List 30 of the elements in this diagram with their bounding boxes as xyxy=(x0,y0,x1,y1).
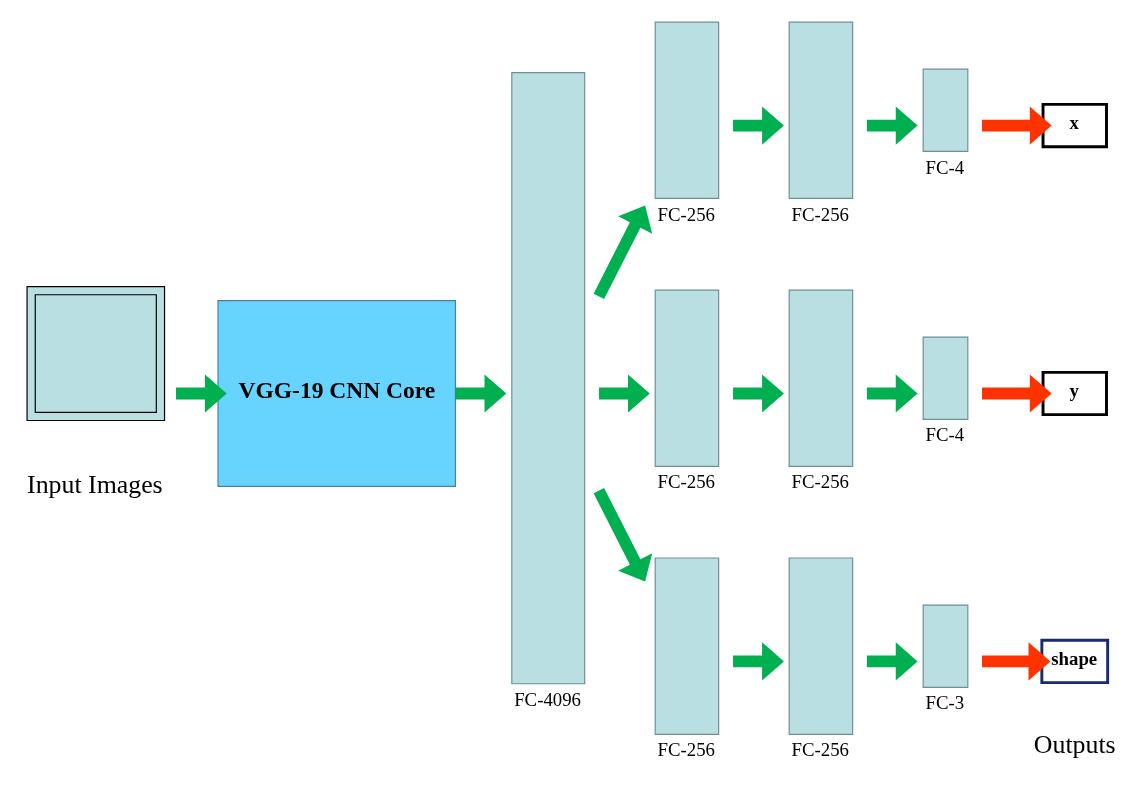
node-label: FC-4 xyxy=(925,424,965,446)
arrow xyxy=(599,374,650,413)
arrow xyxy=(733,106,784,145)
node-box: y xyxy=(1041,370,1108,417)
node-label: Input Images xyxy=(27,469,163,499)
arrow xyxy=(866,642,918,681)
node-label: FC-4096 xyxy=(514,688,582,710)
arrow xyxy=(176,374,227,413)
node-label: FC-256 xyxy=(791,203,849,225)
node-label: FC-4 xyxy=(925,156,965,178)
arrow xyxy=(982,642,1051,681)
arrow xyxy=(982,106,1052,145)
arrow xyxy=(593,487,653,582)
node-label: FC-256 xyxy=(791,471,849,493)
node-label: FC-256 xyxy=(657,739,716,761)
node-label: FC-3 xyxy=(925,692,965,714)
node-box: shape xyxy=(1040,638,1110,685)
arrow xyxy=(866,374,918,413)
node-box: x xyxy=(1041,102,1108,149)
arrow xyxy=(733,374,784,413)
arrow xyxy=(982,374,1052,413)
arrow xyxy=(593,205,653,300)
label: Outputs xyxy=(1033,729,1116,759)
node-label: FC-256 xyxy=(657,471,716,493)
arrow xyxy=(455,374,507,413)
arrow xyxy=(733,642,784,681)
node-box: VGG-19 CNN Core xyxy=(217,300,456,487)
arrow xyxy=(866,106,918,145)
node-label: FC-256 xyxy=(791,739,849,761)
node-label: FC-256 xyxy=(657,203,716,225)
